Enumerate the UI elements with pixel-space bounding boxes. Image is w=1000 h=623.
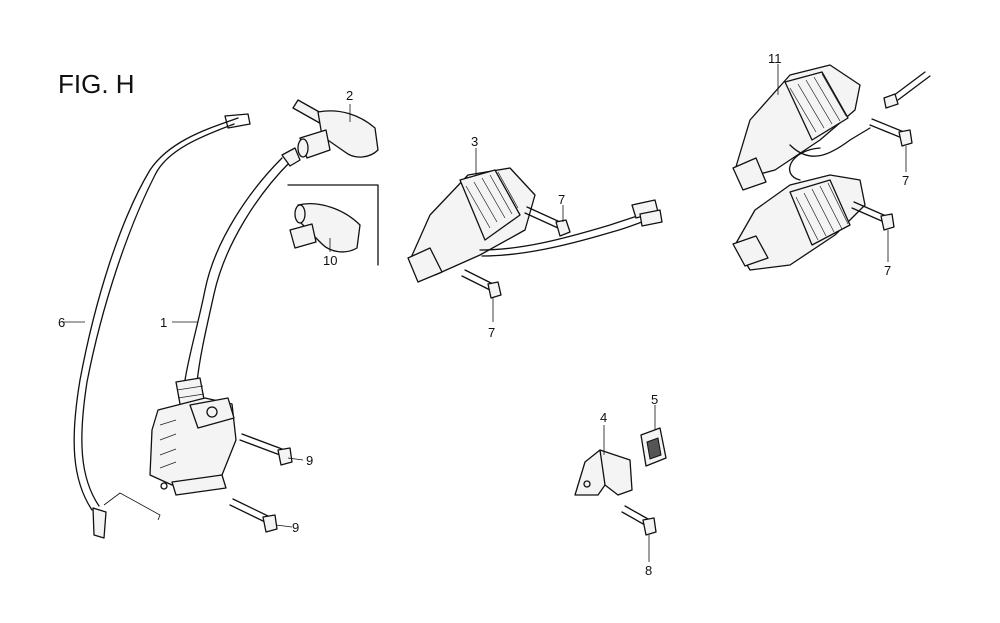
callout-7d: 7 — [884, 263, 891, 278]
bolt-icon — [239, 433, 293, 466]
leader-lines — [62, 64, 907, 562]
alt-spark-plug-cap-icon — [287, 184, 379, 266]
callout-3: 3 — [471, 134, 478, 149]
callout-6: 6 — [58, 315, 65, 330]
callout-9b: 9 — [292, 520, 299, 535]
callout-labels: 2 10 3 7 7 1 6 9 9 4 5 8 11 7 7 — [58, 51, 909, 578]
spark-plug-cap-icon — [292, 99, 379, 159]
ground-wire-icon — [73, 113, 251, 539]
callout-1: 1 — [160, 315, 167, 330]
bolt-icon — [229, 498, 278, 533]
bracket-icon — [574, 449, 633, 496]
bolt-icon — [869, 118, 913, 147]
bolt-icon — [524, 206, 571, 237]
callout-7b: 7 — [488, 325, 495, 340]
ignition-coil-icon — [149, 147, 301, 496]
charge-coil-lower-icon — [732, 147, 866, 271]
callout-11: 11 — [768, 51, 782, 66]
callout-7c: 7 — [902, 173, 909, 188]
callout-5: 5 — [651, 392, 658, 407]
callout-4: 4 — [600, 410, 607, 425]
bolt-icon — [621, 505, 657, 536]
callout-7a: 7 — [558, 192, 565, 207]
callout-10: 10 — [323, 253, 337, 268]
callout-8: 8 — [645, 563, 652, 578]
bolt-icon — [851, 201, 895, 231]
callout-2: 2 — [346, 88, 353, 103]
charge-coil-upper-icon — [732, 64, 871, 191]
figure-title: FIG. H — [58, 69, 135, 99]
grommet-icon — [640, 427, 667, 467]
bolt-icon — [461, 269, 502, 299]
screw-icon — [883, 71, 931, 109]
callout-9a: 9 — [306, 453, 313, 468]
charge-coil-icon — [407, 167, 663, 283]
